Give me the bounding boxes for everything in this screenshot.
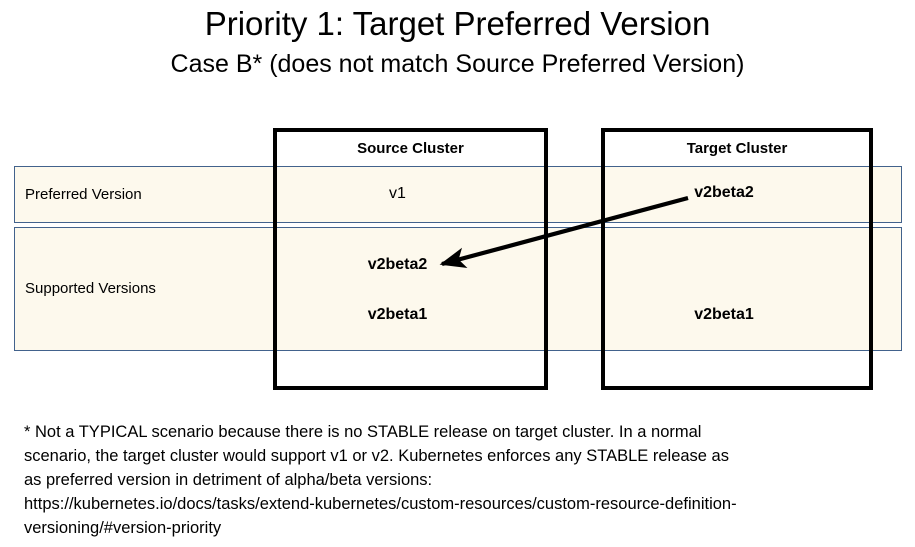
footnote-line-3: as preferred version in detriment of alp…: [24, 471, 433, 489]
cell-source-supported-version-1: v2beta2: [367, 256, 428, 273]
page-title: Priority 1: Target Preferred Version: [204, 5, 711, 42]
page-subtitle: Case B* (does not match Source Preferred…: [170, 50, 745, 78]
column-header-target-cluster: Target Cluster: [686, 140, 788, 157]
row-label-supported-versions: Supported Versions: [25, 280, 156, 297]
row-label-preferred-version: Preferred Version: [25, 186, 142, 203]
footnote-line-1: * Not a TYPICAL scenario because there i…: [24, 423, 702, 441]
cell-target-supported-version-1: v2beta1: [694, 306, 754, 323]
title-block: Priority 1: Target Preferred Version Cas…: [0, 4, 915, 80]
footnote: * Not a TYPICAL scenario because there i…: [24, 420, 896, 540]
target-cluster-box: Target Cluster: [601, 128, 873, 390]
cell-target-preferred-version: v2beta2: [694, 184, 754, 201]
footnote-url[interactable]: https://kubernetes.io/docs/tasks/extend-…: [24, 492, 896, 540]
footnote-line-2: scenario, the target cluster would suppo…: [24, 447, 729, 465]
source-cluster-box: Source Cluster: [273, 128, 548, 390]
cell-source-supported-version-2: v2beta1: [367, 306, 428, 323]
cell-source-preferred-version: v1: [389, 185, 406, 202]
column-header-source-cluster: Source Cluster: [357, 140, 464, 157]
footnote-url-line-2: versioning/#version-priority: [24, 519, 222, 537]
footnote-url-line-1: https://kubernetes.io/docs/tasks/extend-…: [24, 495, 737, 513]
